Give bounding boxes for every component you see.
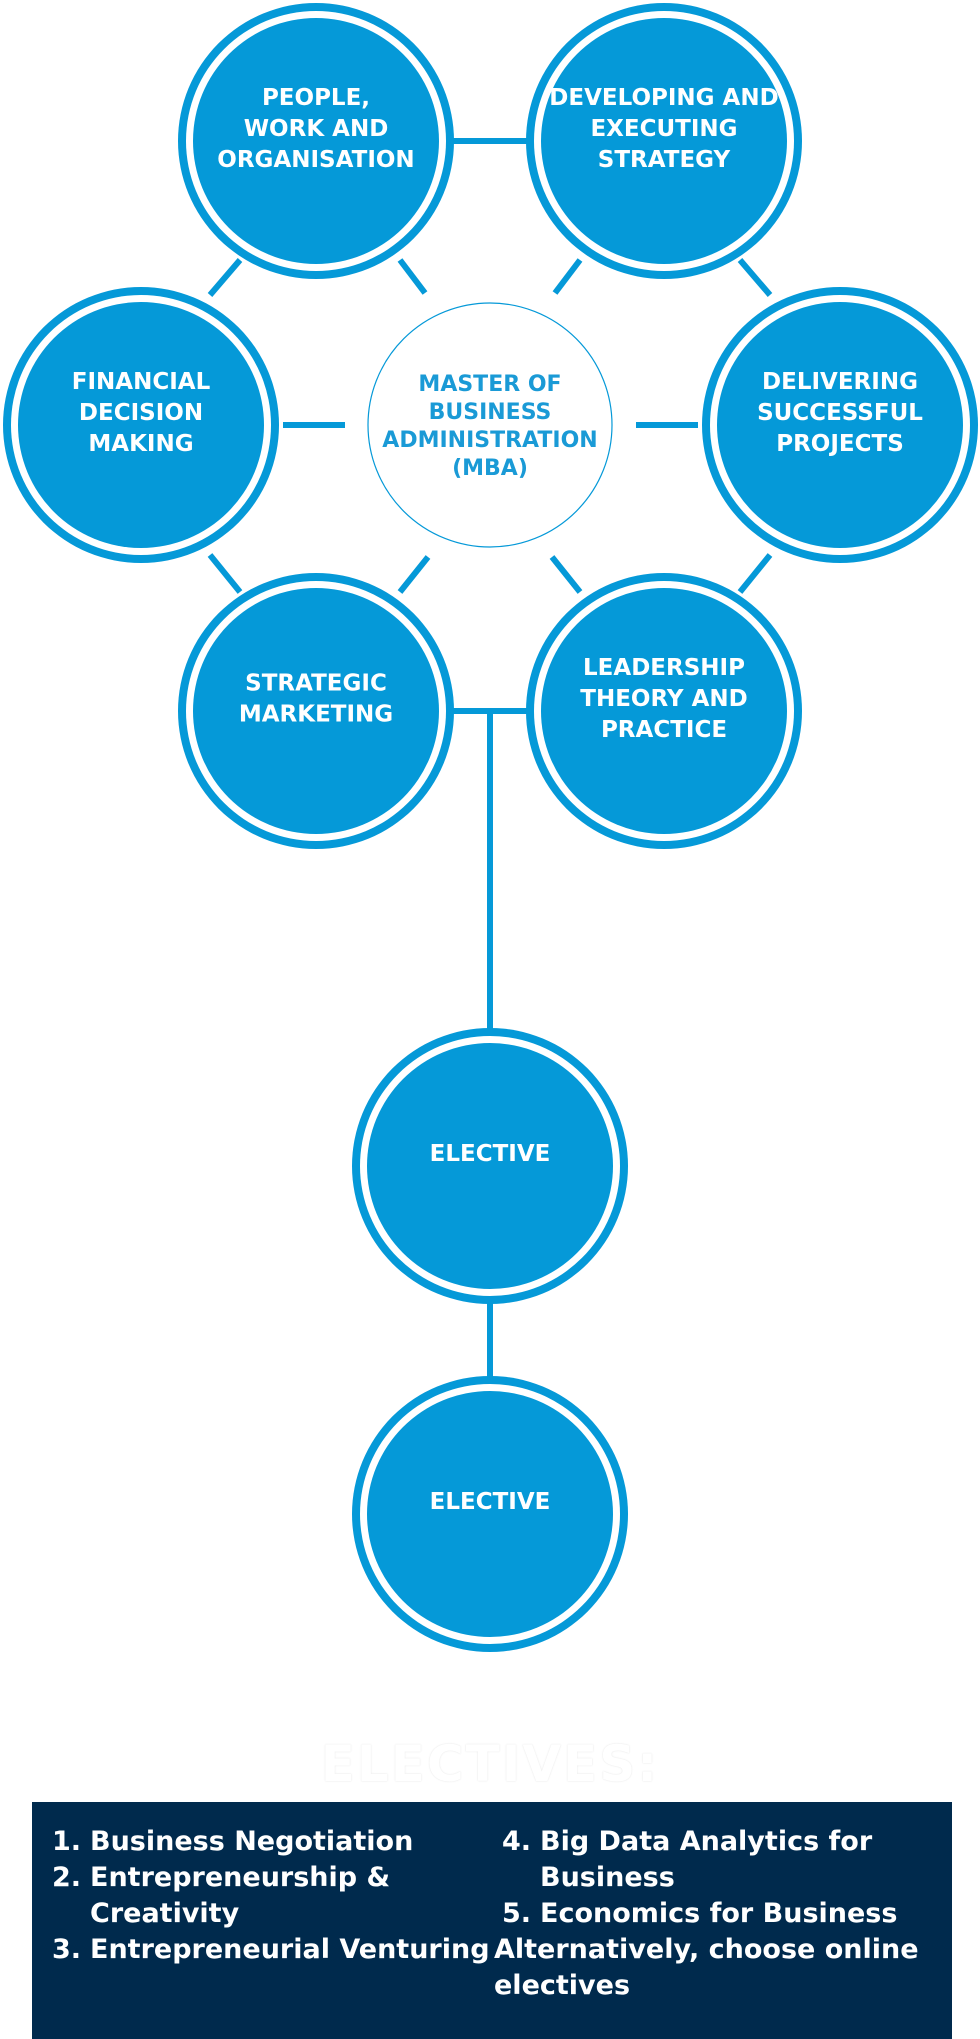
online-electives-note: Alternatively, choose online electives: [494, 1932, 942, 2004]
online-electives-note-line: Alternatively, choose online: [494, 1934, 919, 1965]
node-label-line: PRACTICE: [601, 717, 727, 743]
node-label-line: ELECTIVE: [430, 1489, 551, 1515]
node-circle: [193, 18, 439, 264]
node-label-line: FINANCIAL: [72, 369, 211, 395]
connector-line: [207, 258, 243, 297]
connector-line: [397, 555, 431, 594]
node-circle: [193, 588, 439, 834]
node-label-line: PROJECTS: [776, 431, 904, 457]
node-label-line: DELIVERING: [762, 369, 918, 395]
node-circle: [541, 588, 787, 834]
node-label-line: STRATEGY: [598, 147, 731, 173]
node-circle: [367, 1391, 613, 1637]
elective-name-line: Entrepreneurship &: [90, 1862, 391, 1893]
node-label-line: THEORY AND: [580, 686, 747, 712]
node-label-line: ELECTIVE: [430, 1141, 551, 1167]
node-circle: [18, 302, 264, 548]
connector-lines: [207, 138, 773, 1378]
elective-name-line: Economics for Business: [540, 1898, 898, 1929]
center-circle: [367, 302, 613, 548]
elective-list-item: 2. Entrepreneurship & Creativity: [52, 1860, 492, 1932]
elective-list-item: 1. Business Negotiation: [52, 1824, 492, 1860]
mba-program-diagram: MASTER OF BUSINESS ADMINISTRATION (MBA) PEO…: [3, 3, 978, 1652]
elective-number: 2.: [52, 1862, 82, 1893]
center-label-line: ADMINISTRATION: [382, 428, 597, 453]
elective-name-line: Creativity: [90, 1898, 240, 1929]
node-label-line: ORGANISATION: [217, 147, 414, 173]
node-people-work-organisation: PEOPLE, WORK AND ORGANISATION: [178, 3, 454, 279]
elective-list-item: 3. Entrepreneurial Venturing: [52, 1932, 492, 1968]
electives-heading: ELECTIVES:: [320, 1735, 660, 1793]
electives-left-column: 1. Business Negotiation 2. Entrepreneurship…: [52, 1824, 492, 1968]
center-node: MASTER OF BUSINESS ADMINISTRATION (MBA): [367, 302, 613, 548]
node-label-line: LEADERSHIP: [583, 655, 745, 681]
node-financial-decision-making: FINANCIAL DECISION MAKING: [3, 287, 279, 563]
module-nodes: PEOPLE, WORK AND ORGANISATION DEVELOPING AN…: [3, 3, 978, 1652]
node-label-line: WORK AND: [244, 116, 389, 142]
center-label-line: (MBA): [452, 456, 528, 481]
node-label-line: MAKING: [88, 431, 193, 457]
node-circle: [717, 302, 963, 548]
elective-name-line: Entrepreneurial Venturing: [90, 1934, 490, 1965]
node-elective-2: ELECTIVE: [352, 1376, 628, 1652]
node-leadership-theory-practice: LEADERSHIP THEORY AND PRACTICE: [526, 573, 802, 849]
node-label-line: STRATEGIC: [245, 671, 387, 697]
elective-number: 3.: [52, 1934, 82, 1965]
connector-line: [737, 553, 773, 594]
node-developing-executing-strategy: DEVELOPING AND EXECUTING STRATEGY: [526, 3, 802, 279]
elective-list-item: 5. Economics for Business: [502, 1896, 942, 1932]
node-label-line: SUCCESSFUL: [757, 400, 923, 426]
node-delivering-successful-projects: DELIVERING SUCCESSFUL PROJECTS: [702, 287, 978, 563]
elective-number: 1.: [52, 1826, 82, 1857]
online-electives-note-line: electives: [494, 1970, 631, 2001]
electives-panel: 1. Business Negotiation 2. Entrepreneurship…: [32, 1802, 952, 2039]
connector-line: [207, 553, 243, 594]
elective-name-line: Business: [540, 1862, 675, 1893]
elective-name-line: Business Negotiation: [90, 1826, 414, 1857]
connector-line: [549, 555, 583, 594]
node-circle: [367, 1043, 613, 1289]
node-label-line: DEVELOPING AND: [549, 85, 778, 111]
node-label-line: MARKETING: [239, 702, 393, 728]
connector-line: [737, 258, 773, 297]
node-label-line: PEOPLE,: [262, 85, 370, 111]
node-label-line: EXECUTING: [590, 116, 737, 142]
center-label-line: MASTER OF: [418, 372, 561, 397]
node-strategic-marketing: STRATEGIC MARKETING: [178, 573, 454, 849]
node-label-line: DECISION: [79, 400, 203, 426]
connector-line: [552, 258, 583, 295]
center-label-line: BUSINESS: [429, 400, 552, 425]
node-circle: [541, 18, 787, 264]
elective-name-line: Big Data Analytics for: [540, 1826, 873, 1857]
elective-number: 5.: [502, 1898, 532, 1929]
elective-number: 4.: [502, 1826, 532, 1857]
connector-line: [397, 258, 428, 295]
node-elective-1: ELECTIVE: [352, 1028, 628, 1304]
